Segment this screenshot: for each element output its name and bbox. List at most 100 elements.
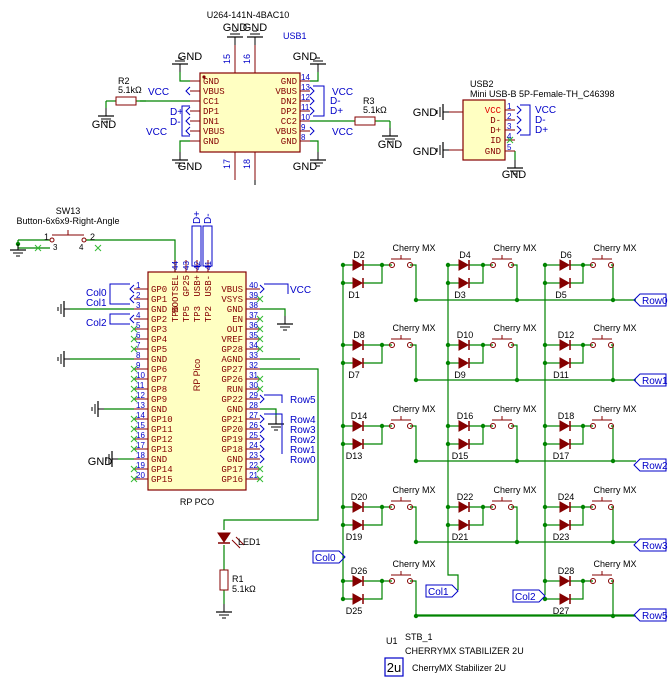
gnd-label: GND (413, 146, 438, 158)
diode-ref: D15 (452, 451, 469, 461)
no-connect-mark (130, 325, 138, 333)
wire (511, 264, 518, 300)
no-connect-mark (130, 345, 138, 353)
pico-left-pin-num: 4 (136, 311, 141, 320)
diode-triangle (458, 438, 470, 450)
pico-left-pin-num: 6 (136, 331, 141, 340)
diode-ref: D9 (454, 370, 466, 380)
cherry-mx-label: Cherry MX (392, 485, 435, 495)
pico-right-pin-name: GP18 (221, 445, 243, 455)
cherry-mx-label: Cherry MX (593, 243, 636, 253)
diode-triangle (352, 277, 364, 289)
port-chevron (309, 86, 315, 96)
usb1-body (199, 72, 301, 153)
diode-triangle (458, 420, 470, 432)
pico-right-pin-name: GP16 (221, 475, 243, 485)
diode-triangle (458, 357, 470, 369)
net-bracket (520, 104, 531, 136)
junction-dot (580, 342, 586, 348)
switch-contact (389, 423, 395, 429)
diode-ref: D28 (558, 566, 575, 576)
junction-dot (580, 504, 586, 510)
port-chevron (259, 284, 265, 294)
port-chevron (259, 454, 265, 464)
net-col2: Col2 (86, 318, 107, 329)
diode-ref: D5 (555, 290, 567, 300)
wire (410, 264, 417, 300)
gnd-label: GND (293, 161, 318, 173)
pico-left-pin-num: 8 (136, 351, 141, 360)
wire-layer (15, 72, 636, 619)
usb1-right-pin-name: VBUS (275, 87, 297, 97)
junction-dot (413, 297, 419, 303)
pico-left-pin-name: GP12 (151, 435, 173, 445)
cherry-mx-label: Cherry MX (593, 404, 636, 414)
junction-dot (514, 377, 520, 383)
pico-top-tp: TP2 (204, 306, 214, 322)
diode-triangle (458, 259, 470, 271)
cherry-mx-label: Cherry MX (493, 323, 536, 333)
row-output-flag (633, 458, 667, 472)
pico-ref: RP Pico (192, 359, 202, 391)
diode-triangle (352, 357, 364, 369)
diode-ref: D25 (346, 606, 363, 616)
junction-dot (514, 458, 520, 464)
pico-left-pin-name: GP11 (151, 425, 173, 435)
led-triangle (217, 532, 231, 543)
no-connect-mark (130, 415, 138, 423)
resistor-body (115, 96, 137, 106)
pico-left-pin-name: GP9 (151, 395, 167, 405)
junction-dot (480, 342, 486, 348)
pico-right-pin-name: OUT (227, 325, 244, 335)
r3-ref: R3 (363, 96, 375, 106)
switch-contact (389, 504, 395, 510)
usb1-right-pin-name: DP2 (281, 107, 297, 117)
junction-dot (413, 377, 419, 383)
diode-triangle (352, 259, 364, 271)
pico-top-tp: TP3 (193, 306, 203, 322)
pico-left-pin-num: 14 (136, 411, 145, 420)
pico-right-pin-name: AGND (221, 355, 243, 365)
net-row-label: Row5 (290, 395, 316, 406)
usb1-top-pin-num: 15 (222, 54, 232, 64)
no-connect-mark (130, 375, 138, 383)
cherry-mx-label: Cherry MX (392, 559, 435, 569)
usb2-pin-num: 3 (507, 122, 512, 131)
pico-top-pin-num: 44 (171, 261, 180, 270)
net-bracket (181, 105, 190, 137)
diode-triangle (458, 277, 470, 289)
pico-left-pin-num: 1 (136, 281, 141, 290)
sw13-ref: SW13 (56, 206, 81, 216)
switch-contact (608, 262, 614, 268)
pico-right-pin-name: GP19 (221, 435, 243, 445)
junction-dot (610, 377, 616, 383)
usb1-right-pin-name: GND (281, 137, 297, 147)
wire (511, 425, 518, 461)
switch-contact (81, 237, 87, 243)
diode-ref: D17 (553, 451, 570, 461)
diode-ref: D23 (553, 532, 570, 542)
pico-left-pin-name: GP4 (151, 335, 167, 345)
switch-contact (407, 423, 413, 429)
diode-ref: D20 (351, 492, 368, 502)
pico-left-pin-name: GP2 (151, 315, 167, 325)
led-rays (231, 536, 245, 549)
pico-right-pin-name: GP26 (221, 375, 243, 385)
wire (363, 345, 383, 364)
wire (363, 265, 383, 284)
gnd-label: GND (378, 139, 403, 151)
diode-triangle (458, 501, 470, 513)
pico-right-pin-name: GP21 (221, 415, 243, 425)
usb1-right-pin-num: 10 (301, 113, 310, 122)
wire (410, 425, 417, 461)
pico-right-pin-num: 38 (249, 301, 258, 310)
net-vcc: VCC (332, 87, 353, 98)
junction-dot (580, 262, 586, 268)
diode-triangle (352, 420, 364, 432)
switch-contact (407, 504, 413, 510)
pico-top-pin-name: BOOTSEL (171, 275, 181, 313)
pico-left-pin-num: 19 (136, 461, 145, 470)
switch-contact (608, 342, 614, 348)
pico-left-pin-name: GP14 (151, 465, 173, 475)
switch-contact (407, 262, 413, 268)
